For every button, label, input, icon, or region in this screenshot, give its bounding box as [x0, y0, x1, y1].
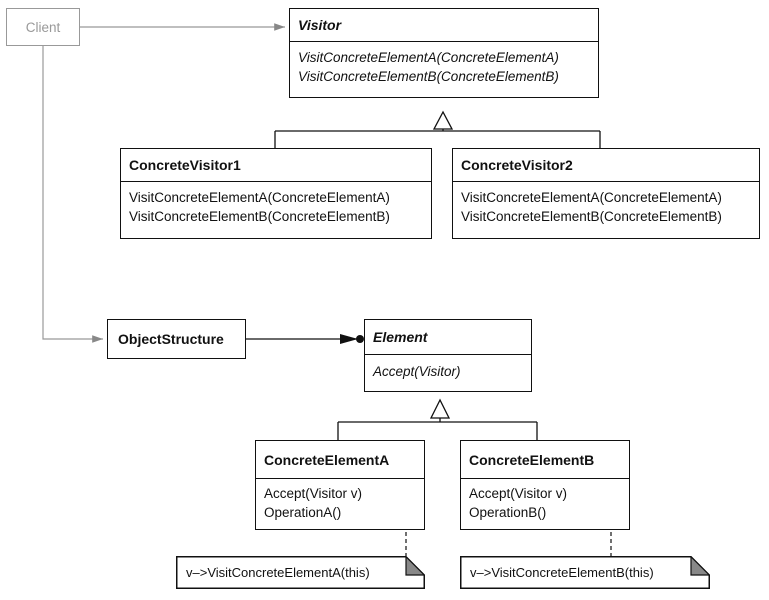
concrete-element-b-operation: OperationB(): [469, 505, 547, 520]
concrete-visitor-1-operations: VisitConcreteElementA(ConcreteElementA) …: [121, 182, 431, 230]
element-inheritance-connector: [337, 398, 538, 440]
concrete-visitor-1-class: ConcreteVisitor1 VisitConcreteElementA(C…: [120, 148, 432, 239]
object-structure-class: ObjectStructure: [107, 319, 246, 359]
note-a-shape: [176, 556, 425, 589]
concrete-visitor-1-name: ConcreteVisitor1: [121, 149, 431, 182]
client-class: Client: [6, 8, 80, 46]
object-structure-name: ObjectStructure: [118, 331, 224, 347]
visitor-class-name: Visitor: [290, 9, 598, 42]
concrete-element-b-operations: Accept(Visitor v) OperationB(): [461, 479, 629, 526]
concrete-visitor-2-name: ConcreteVisitor2: [453, 149, 759, 182]
concrete-visitor-2-operation: VisitConcreteElementB(ConcreteElementB): [461, 209, 722, 224]
concrete-visitor-2-class: ConcreteVisitor2 VisitConcreteElementA(C…: [452, 148, 760, 239]
element-class-name: Element: [365, 320, 531, 355]
client-to-objectstructure-arrow: [42, 45, 103, 343]
element-class: Element Accept(Visitor): [364, 319, 532, 392]
concrete-element-b-name: ConcreteElementB: [461, 441, 629, 479]
concrete-visitor-1-operation: VisitConcreteElementA(ConcreteElementA): [129, 190, 390, 205]
visitor-operation: VisitConcreteElementA(ConcreteElementA): [298, 50, 559, 65]
note-b-shape: [460, 556, 710, 589]
concrete-element-a-operation: Accept(Visitor v): [264, 486, 363, 501]
concrete-element-a-name: ConcreteElementA: [256, 441, 424, 479]
visitor-inheritance-connector: [274, 110, 601, 148]
concrete-element-a-operation: OperationA(): [264, 505, 342, 520]
note-b-folded-corner: [690, 556, 710, 576]
element-operations: Accept(Visitor): [365, 355, 531, 385]
concrete-visitor-1-operation: VisitConcreteElementB(ConcreteElementB): [129, 209, 390, 224]
note-b-text: v–>VisitConcreteElementB(this): [470, 565, 654, 580]
concrete-visitor-2-operation: VisitConcreteElementA(ConcreteElementA): [461, 190, 722, 205]
concrete-visitor-2-operations: VisitConcreteElementA(ConcreteElementA) …: [453, 182, 759, 230]
element-operation: Accept(Visitor): [373, 364, 461, 379]
note-b: v–>VisitConcreteElementB(this): [460, 556, 710, 589]
objectstructure-to-element-association: [246, 334, 364, 344]
visitor-operation: VisitConcreteElementB(ConcreteElementB): [298, 69, 559, 84]
note-a-text: v–>VisitConcreteElementA(this): [186, 565, 370, 580]
concrete-element-a-class: ConcreteElementA Accept(Visitor v) Opera…: [255, 440, 425, 530]
visitor-class: Visitor VisitConcreteElementA(ConcreteEl…: [289, 8, 599, 98]
concrete-element-b-operation: Accept(Visitor v): [469, 486, 568, 501]
note-a-folded-corner: [405, 556, 425, 576]
visitor-operations: VisitConcreteElementA(ConcreteElementA) …: [290, 42, 598, 90]
note-a: v–>VisitConcreteElementA(this): [176, 556, 425, 589]
client-label: Client: [25, 19, 61, 35]
concrete-element-b-class: ConcreteElementB Accept(Visitor v) Opera…: [460, 440, 630, 530]
concrete-element-a-operations: Accept(Visitor v) OperationA(): [256, 479, 424, 526]
